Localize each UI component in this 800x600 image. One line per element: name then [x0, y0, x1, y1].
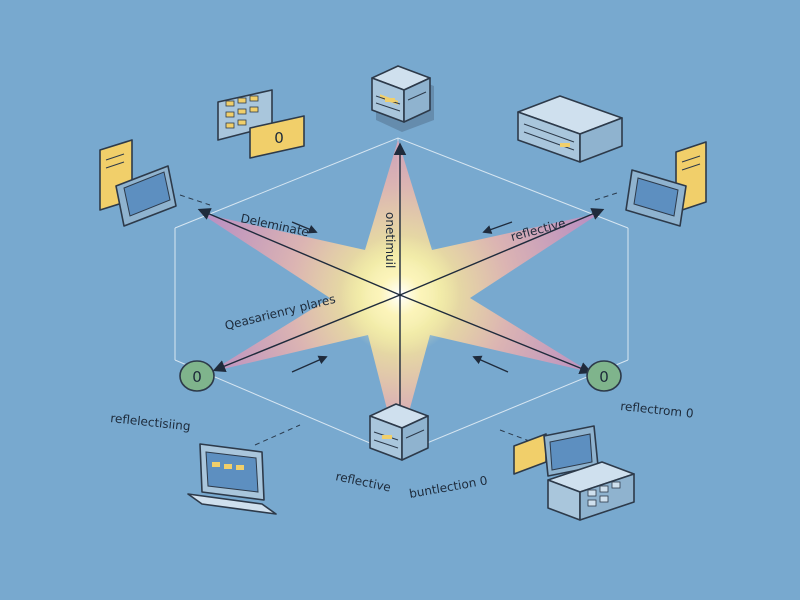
indicator-arrows — [291, 221, 513, 373]
label-upper-center: onetimuil — [383, 212, 397, 268]
ray-lower-right — [399, 294, 593, 375]
panel-board-icon: 0 — [217, 89, 305, 159]
ray-lower-left — [212, 294, 401, 373]
dashed-connectors — [179, 191, 621, 446]
node-left-label: 0 — [192, 368, 202, 386]
node-left: 0 — [179, 360, 215, 392]
label-lower-right: reflectrom 0 — [620, 399, 695, 421]
rack-unit-icon — [517, 95, 623, 163]
server-box-icon — [371, 65, 434, 132]
server-box-icon-bottom — [369, 403, 429, 461]
label-bottom-right: buntlection 0 — [408, 473, 489, 501]
panel-badge: 0 — [274, 129, 284, 147]
monitor-doc-icon-right — [625, 141, 707, 227]
ray-upper-right — [399, 208, 605, 296]
node-right-label: 0 — [599, 368, 609, 386]
node-right: 0 — [586, 360, 622, 392]
display-console-icon — [513, 425, 635, 521]
ray-upper-left — [197, 208, 401, 296]
monitor-doc-icon-left — [99, 139, 177, 227]
label-bottom-left: reflective — [334, 469, 392, 494]
laptop-icon — [187, 443, 277, 515]
label-lower-left: reflelectisiing — [110, 411, 192, 433]
ray-lines — [197, 142, 605, 425]
